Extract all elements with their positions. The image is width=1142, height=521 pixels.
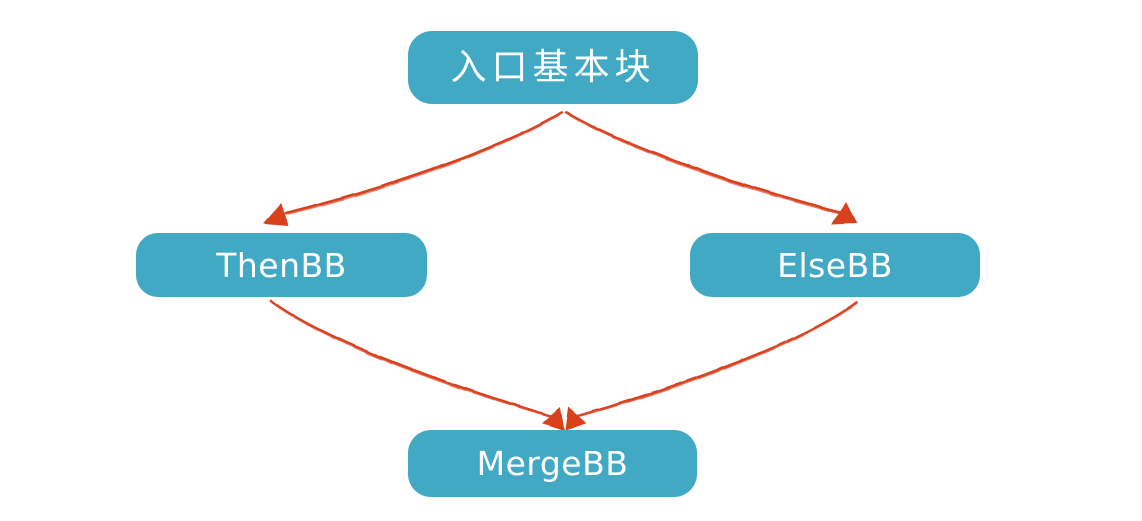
node-else-bb[interactable]: ElseBB bbox=[690, 233, 980, 297]
edge-then-to-merge bbox=[269, 299, 565, 431]
node-merge-bb[interactable]: MergeBB bbox=[408, 430, 697, 497]
edge-entry-to-then bbox=[262, 110, 564, 226]
node-entry-basic-block[interactable]: 入口基本块 bbox=[408, 31, 698, 104]
node-then-label: ThenBB bbox=[216, 245, 347, 285]
edge-else-to-merge bbox=[565, 301, 858, 431]
edge-entry-to-else bbox=[564, 110, 857, 225]
node-then-bb[interactable]: ThenBB bbox=[136, 233, 427, 297]
node-entry-label: 入口基本块 bbox=[450, 46, 656, 88]
node-else-label: ElseBB bbox=[777, 245, 893, 285]
node-merge-label: MergeBB bbox=[476, 444, 629, 483]
